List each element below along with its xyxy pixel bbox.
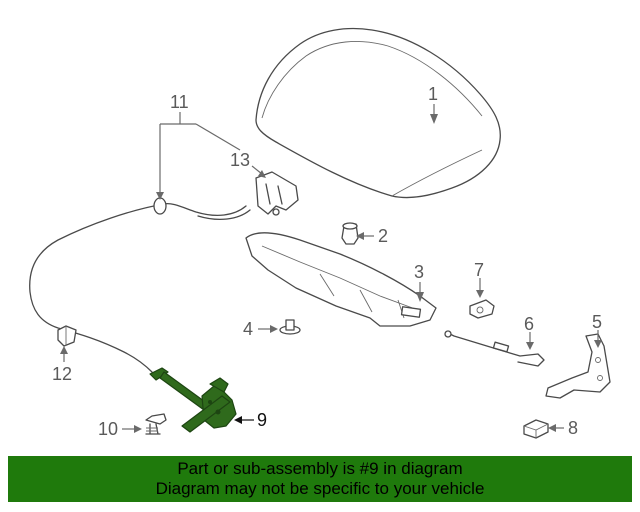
part-7-bracket[interactable] [469, 299, 495, 319]
callout-13[interactable]: 13 [230, 150, 250, 170]
part-12-grommet[interactable] [57, 325, 77, 347]
callout-11[interactable]: 11 [170, 92, 189, 112]
part-13-striker[interactable] [255, 171, 299, 216]
banner-disclaimer-line: Diagram may not be specific to your vehi… [155, 479, 485, 498]
part-5-hinge[interactable] [545, 333, 611, 399]
part-info-banner: Part or sub-assembly is #9 in diagram Di… [8, 456, 632, 502]
callout-4[interactable]: 4 [243, 319, 253, 339]
part-9-hood-latch[interactable] [149, 367, 237, 433]
callout-12[interactable]: 12 [52, 364, 72, 384]
callout-2[interactable]: 2 [378, 226, 388, 246]
callout-1[interactable]: 1 [428, 84, 438, 104]
part-3-insulator[interactable] [245, 232, 437, 327]
part-6-prop-rod[interactable] [444, 330, 545, 367]
part-8-seal[interactable] [523, 419, 549, 439]
part-1-hood[interactable] [255, 27, 501, 199]
callout-9[interactable]: 9 [257, 410, 267, 430]
callout-8[interactable]: 8 [568, 418, 578, 438]
part-4-clip[interactable] [279, 319, 301, 335]
banner-part-line: Part or sub-assembly is #9 in diagram [177, 459, 463, 478]
callout-7[interactable]: 7 [474, 260, 484, 280]
part-10-bolt[interactable] [145, 413, 167, 435]
callout-labels: 1 2 3 4 5 6 7 8 9 10 11 12 13 [52, 84, 602, 439]
callout-5[interactable]: 5 [592, 312, 602, 332]
callout-10[interactable]: 10 [98, 419, 118, 439]
callout-leaders [60, 104, 602, 433]
parts-diagram: 1 2 3 4 5 6 7 8 9 10 11 12 13 [29, 27, 611, 439]
callout-3[interactable]: 3 [414, 262, 424, 282]
part-2-bumper[interactable] [341, 222, 359, 245]
part-11-release-cable[interactable] [29, 197, 251, 373]
callout-6[interactable]: 6 [524, 314, 534, 334]
